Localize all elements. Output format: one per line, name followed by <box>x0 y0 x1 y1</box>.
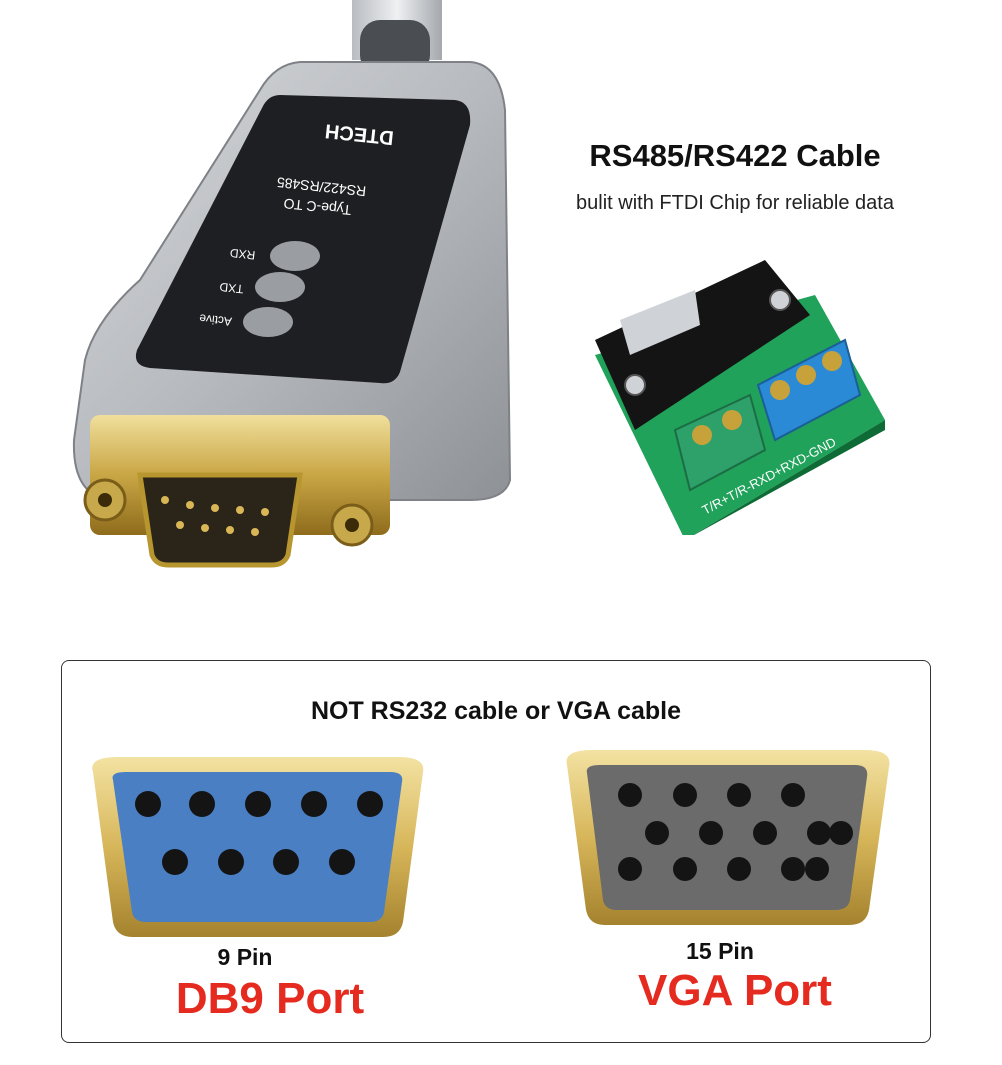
comparison-panel <box>61 660 931 1043</box>
vga-port-name: VGA Port <box>638 966 832 1015</box>
adapter-led-active: Active <box>198 311 232 328</box>
db9-face <box>112 772 403 922</box>
usb-adapter-image: DTECH Type-C TO RS422/RS485 RXD TXD Acti… <box>72 0 512 568</box>
adapter-led-rxd: RXD <box>229 246 256 263</box>
comparison-title: NOT RS232 cable or VGA cable <box>310 697 682 725</box>
db9-port-image <box>92 757 424 937</box>
terminal-board-image: T/R+T/R-RXD+RXD-GND <box>595 260 885 535</box>
adapter-led-txd: TXD <box>219 280 245 296</box>
adapter-model-line1: Type-C TO <box>283 195 352 218</box>
vga-port-image <box>566 750 890 925</box>
product-title: RS485/RS422 Cable <box>589 138 881 173</box>
db9-pin-count: 9 Pin <box>217 944 273 970</box>
vga-pin-count: 15 Pin <box>686 938 754 964</box>
db9-port-name: DB9 Port <box>175 974 365 1023</box>
product-subtitle: bulit with FTDI Chip for reliable data <box>576 192 894 214</box>
